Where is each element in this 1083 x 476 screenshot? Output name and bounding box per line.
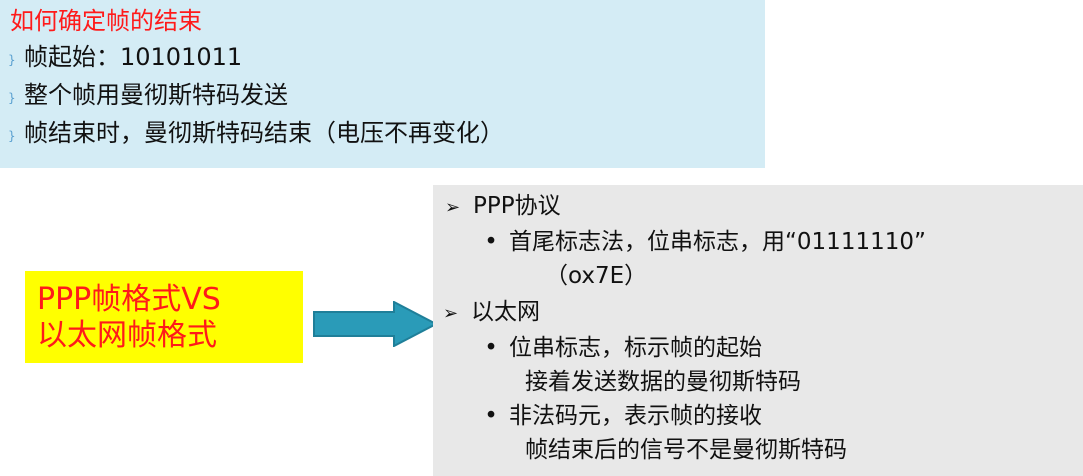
dot-bullet-icon: • bbox=[484, 335, 498, 361]
list-item: • 首尾标志法，位串标志，用“01111110” bbox=[473, 227, 926, 257]
list-item-continuation: 接着发送数据的曼彻斯特码 bbox=[525, 369, 801, 395]
dot-bullet-icon: • bbox=[484, 229, 498, 255]
arrowhead-bullet-icon: ➢ bbox=[445, 197, 461, 218]
frame-end-panel: 如何确定帧的结束 } 帧起始：10101011 } 整个帧用曼彻斯特码发送 } … bbox=[0, 0, 765, 168]
section-heading-text: PPP协议 bbox=[473, 193, 561, 219]
list-item-text: 帧起始：10101011 bbox=[24, 43, 243, 71]
label-line-1: PPP帧格式VS bbox=[37, 282, 221, 317]
list-item: • 位串标志，标示帧的起始 bbox=[473, 333, 762, 363]
list-item: } 帧结束时，曼彻斯特码结束（电压不再变化） bbox=[8, 118, 504, 148]
arrowhead-bullet-icon: ➢ bbox=[443, 303, 459, 324]
list-item-continuation: （ox7E） bbox=[545, 263, 648, 289]
bullet-curly-icon: } bbox=[8, 53, 16, 67]
detail-panel: ➢ PPP协议 • 首尾标志法，位串标志，用“01111110” （ox7E） ➢ 以… bbox=[433, 185, 1083, 476]
section-heading-text: 以太网 bbox=[471, 299, 540, 325]
right-arrow-icon bbox=[313, 301, 438, 347]
list-item: • 非法码元，表示帧的接收 bbox=[473, 401, 762, 431]
list-item-text: 首尾标志法，位串标志，用“01111110” bbox=[509, 229, 926, 255]
list-item: } 整个帧用曼彻斯特码发送 bbox=[8, 80, 288, 110]
section-heading-ppp: ➢ PPP协议 bbox=[445, 191, 561, 223]
list-item: } 帧起始：10101011 bbox=[8, 42, 242, 72]
list-item-text: 整个帧用曼彻斯特码发送 bbox=[24, 81, 288, 109]
list-item-text: 位串标志，标示帧的起始 bbox=[509, 335, 762, 361]
bullet-curly-icon: } bbox=[8, 91, 16, 105]
section-heading-ethernet: ➢ 以太网 bbox=[443, 297, 540, 329]
label-line-2: 以太网帧格式 bbox=[37, 318, 217, 353]
list-item-continuation: 帧结束后的信号不是曼彻斯特码 bbox=[525, 437, 847, 463]
dot-bullet-icon: • bbox=[484, 403, 498, 429]
list-item-text: 非法码元，表示帧的接收 bbox=[509, 403, 762, 429]
comparison-label: PPP帧格式VS 以太网帧格式 bbox=[25, 271, 303, 363]
list-item-text: 帧结束时，曼彻斯特码结束（电压不再变化） bbox=[24, 119, 504, 147]
bullet-curly-icon: } bbox=[8, 129, 16, 143]
panel-title: 如何确定帧的结束 bbox=[10, 7, 202, 35]
